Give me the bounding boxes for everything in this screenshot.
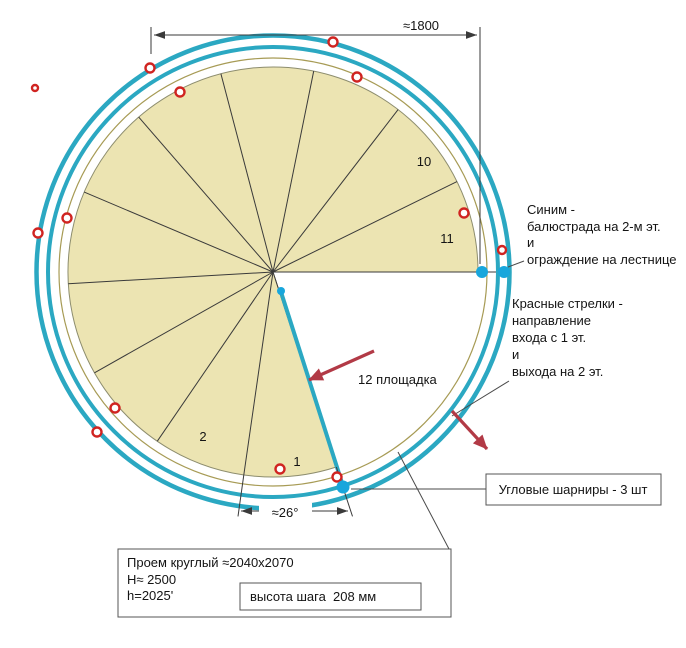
direction-arrows (308, 349, 489, 451)
anchor-marker (144, 62, 156, 74)
angle-label-backing (259, 503, 312, 521)
anchor-marker (61, 212, 73, 224)
anchor-markers (30, 36, 508, 483)
landing-label: 12 площадка (358, 372, 438, 387)
step-edge-line (272, 71, 315, 273)
anchor-marker (331, 471, 343, 483)
entry-direction-arrow (308, 349, 375, 382)
blue-note-line: Синим - (527, 202, 575, 217)
step-edge-line (272, 181, 458, 273)
step-number-1: 1 (293, 454, 300, 469)
diameter-dimension (150, 27, 481, 264)
step-number-2: 2 (199, 429, 206, 444)
anchor-marker (274, 463, 286, 475)
anchor-marker (327, 36, 339, 48)
angle-dimension-label: ≈26° (272, 505, 299, 520)
red-note: Красные стрелки - направление входа с 1 … (512, 296, 623, 379)
anchor-marker (30, 83, 40, 93)
stair-railing-edge (279, 291, 345, 487)
blue-note-line: и (527, 235, 534, 250)
step-edge-line (156, 271, 274, 442)
leader-lines (351, 260, 525, 550)
red-note-leader (451, 380, 510, 417)
blue-note-line: балюстрада на 2-м эт. (527, 219, 661, 234)
step-number-10: 10 (417, 154, 431, 169)
anchor-marker (109, 402, 121, 414)
hinge-dot (476, 266, 488, 278)
red-note-line: выхода на 2 эт. (512, 364, 603, 379)
extension-line (237, 474, 245, 517)
anchor-marker (174, 86, 186, 98)
exit-direction-arrow (450, 409, 489, 451)
hinge-dot (336, 480, 350, 494)
step-number-11: 11 (440, 231, 454, 246)
step-edge-line (68, 271, 274, 285)
blue-note: Синим - балюстрада на 2-м эт. и огражден… (527, 202, 677, 267)
hinges-box-frame (485, 473, 662, 506)
opening-box-leader (397, 451, 450, 550)
blue-note-leader (507, 260, 525, 268)
step-edge-lines (68, 71, 458, 475)
staircase-body (34, 33, 512, 511)
opening-box-line: H≈ 2500 (127, 572, 176, 587)
step-edge-line (243, 271, 274, 475)
anchor-marker (458, 207, 470, 219)
red-note-line: входа с 1 эт. (512, 330, 586, 345)
anchor-marker (496, 244, 508, 256)
red-note-line: направление (512, 313, 591, 328)
anchor-marker (351, 71, 363, 83)
corner-hinges (277, 266, 510, 494)
railing-start-dot (277, 287, 285, 295)
opening-box-line: Проем круглый ≈2040x2070 (127, 555, 294, 570)
diameter-dimension-label: ≈1800 (403, 18, 439, 33)
red-note-line: и (512, 347, 519, 362)
hinge-dot (498, 266, 510, 278)
opening-box-line: h=2025' (127, 588, 173, 603)
step-height-label: высота шага 208 мм (250, 589, 376, 604)
red-note-line: Красные стрелки - (512, 296, 623, 311)
step-edge-line (272, 109, 399, 273)
hinges-box: Угловые шарниры - 3 шт (485, 473, 662, 506)
step-edge-line (220, 73, 274, 273)
blue-note-line: ограждение на лестнице (527, 252, 677, 267)
step-edge-line (138, 116, 274, 273)
step-height-box-frame (239, 582, 422, 611)
anchor-marker (32, 227, 44, 239)
step-edge-line (94, 271, 274, 374)
hinges-box-label: Угловые шарниры - 3 шт (499, 482, 648, 497)
anchor-marker (91, 426, 103, 438)
step-edge-line (84, 191, 274, 273)
opening-box: Проем круглый ≈2040x2070 H≈ 2500 h=2025'… (117, 548, 452, 618)
